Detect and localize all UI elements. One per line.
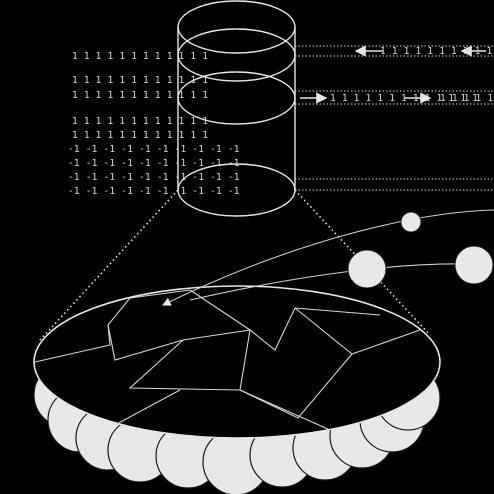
arrow-icon bbox=[300, 45, 486, 104]
orbit-balls bbox=[347, 211, 494, 289]
stream-lines bbox=[295, 45, 494, 191]
bit-row: 1 1 1 1 1 1 1 1 1 1 1 1 bbox=[72, 130, 208, 141]
bit-rows: 1 1 1 1 1 1 1 1 1 1 1 1 1 1 1 1 1 1 1 1 … bbox=[68, 51, 240, 197]
bit-row: -1 -1 -1 -1 -1 -1 -1 -1 -1 -1 bbox=[68, 144, 240, 155]
orbit-lines bbox=[162, 209, 494, 306]
bit-row: 1 1 1 1 1 1 1 1 1 1 1 1 bbox=[72, 116, 208, 127]
stream-bits: 1 1 1 1 1 1 1 1 1 1 1 bbox=[380, 46, 494, 57]
bit-row: -1 -1 -1 -1 -1 -1 -1 -1 -1 -1 bbox=[68, 158, 240, 169]
cylinder-icon bbox=[177, 0, 296, 217]
bit-row: -1 -1 -1 -1 -1 -1 -1 -1 -1 -1 bbox=[68, 186, 240, 197]
bit-row: 1 1 1 1 1 1 1 1 1 1 1 1 bbox=[72, 51, 208, 62]
bit-row: 1 1 1 1 1 1 1 1 1 1 1 1 bbox=[72, 75, 208, 86]
bit-row: 1 1 1 1 1 1 1 1 1 1 1 1 bbox=[72, 90, 208, 101]
tiling-disc bbox=[33, 285, 441, 439]
stream-bits: 1 1 1 1 1 1 1 1 1 1 1 1 1 bbox=[330, 93, 478, 104]
stream-bits: 1 1 1 1 1 1 1 1 1 1 bbox=[440, 93, 494, 104]
bit-row: -1 -1 -1 -1 -1 -1 -1 -1 -1 -1 bbox=[68, 172, 240, 183]
